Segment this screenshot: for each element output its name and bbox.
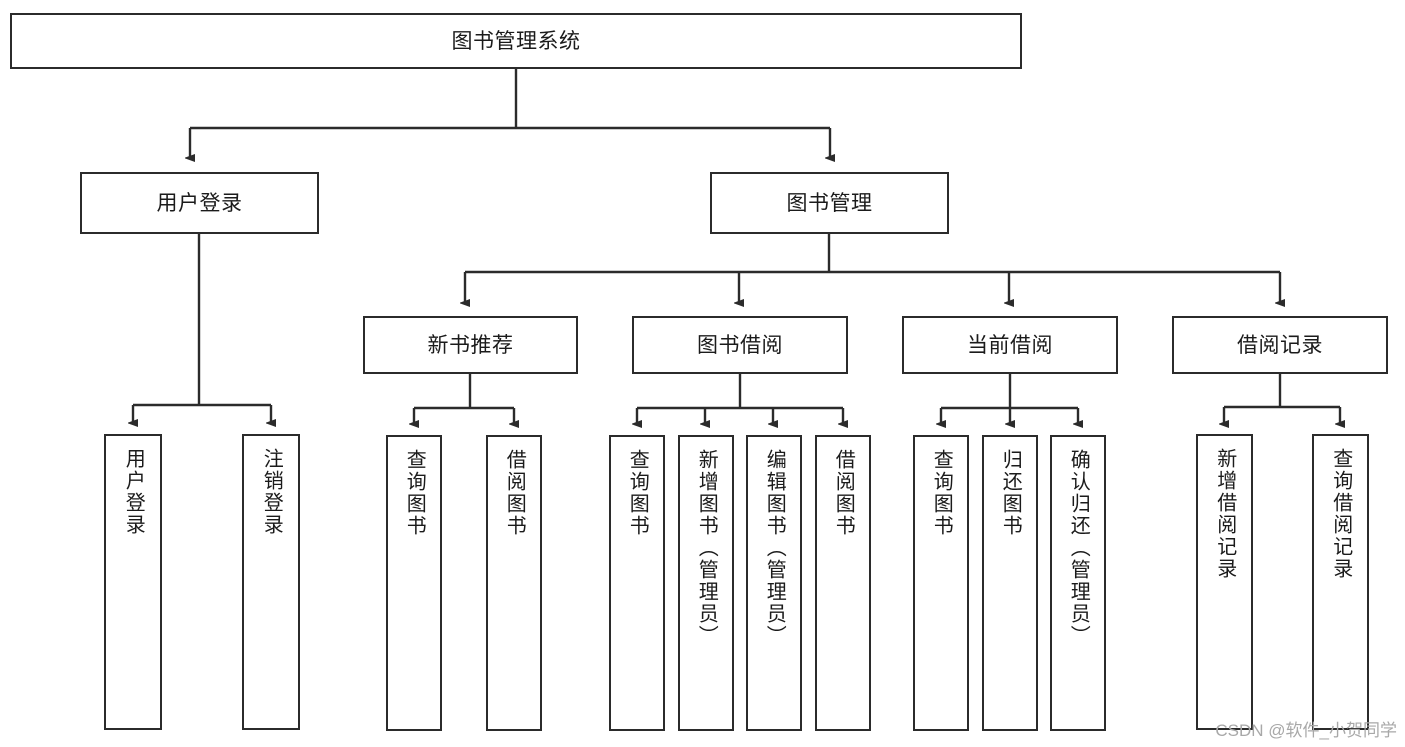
node-leaf-query-book-borrow[interactable]: 查询图书 bbox=[609, 435, 665, 731]
node-leaf-query-book-recommend[interactable]: 查询图书 bbox=[386, 435, 442, 731]
watermark: CSDN @软件_小贺同学 bbox=[1215, 721, 1397, 740]
node-leaf-return-book[interactable]: 归还图书 bbox=[982, 435, 1038, 731]
node-leaf-user-login-label: 用户登录 bbox=[122, 448, 145, 536]
node-leaf-add-book-admin-label: 新增图书（管理员） bbox=[695, 449, 718, 647]
node-branch-book-management-label: 图书管理 bbox=[786, 191, 873, 215]
node-leaf-query-borrow-record[interactable]: 查询借阅记录 bbox=[1312, 434, 1369, 730]
node-leaf-logout-label: 注销登录 bbox=[260, 448, 283, 536]
node-leaf-borrow-book-label: 借阅图书 bbox=[832, 449, 855, 537]
node-leaf-borrow-book[interactable]: 借阅图书 bbox=[815, 435, 871, 731]
node-leaf-query-book-current[interactable]: 查询图书 bbox=[913, 435, 969, 731]
node-leaf-return-book-label: 归还图书 bbox=[999, 449, 1022, 537]
node-subbranch-current-borrow[interactable]: 当前借阅 bbox=[902, 316, 1118, 374]
node-subbranch-book-borrow[interactable]: 图书借阅 bbox=[632, 316, 848, 374]
node-subbranch-current-borrow-label: 当前借阅 bbox=[967, 333, 1053, 357]
node-leaf-borrow-book-recommend-label: 借阅图书 bbox=[503, 449, 526, 537]
node-leaf-borrow-book-recommend[interactable]: 借阅图书 bbox=[486, 435, 542, 731]
node-leaf-user-login[interactable]: 用户登录 bbox=[104, 434, 162, 730]
node-leaf-query-book-current-label: 查询图书 bbox=[930, 449, 953, 537]
node-subbranch-new-book-recommend-label: 新书推荐 bbox=[427, 333, 514, 357]
node-subbranch-borrow-record[interactable]: 借阅记录 bbox=[1172, 316, 1388, 374]
node-branch-user-login-label: 用户登录 bbox=[156, 191, 243, 215]
node-subbranch-book-borrow-label: 图书借阅 bbox=[697, 333, 783, 357]
node-branch-book-management[interactable]: 图书管理 bbox=[710, 172, 949, 234]
node-leaf-query-book-recommend-label: 查询图书 bbox=[403, 449, 426, 537]
node-subbranch-borrow-record-label: 借阅记录 bbox=[1237, 333, 1323, 357]
node-leaf-logout[interactable]: 注销登录 bbox=[242, 434, 300, 730]
node-leaf-edit-book-admin-label: 编辑图书（管理员） bbox=[763, 449, 786, 647]
node-root[interactable]: 图书管理系统 bbox=[10, 13, 1022, 69]
node-leaf-query-book-borrow-label: 查询图书 bbox=[626, 449, 649, 537]
node-leaf-add-book-admin[interactable]: 新增图书（管理员） bbox=[678, 435, 734, 731]
node-leaf-edit-book-admin[interactable]: 编辑图书（管理员） bbox=[746, 435, 802, 731]
node-leaf-confirm-return-admin[interactable]: 确认归还（管理员） bbox=[1050, 435, 1106, 731]
node-leaf-confirm-return-admin-label: 确认归还（管理员） bbox=[1067, 449, 1090, 647]
node-leaf-add-borrow-record[interactable]: 新增借阅记录 bbox=[1196, 434, 1253, 730]
node-subbranch-new-book-recommend[interactable]: 新书推荐 bbox=[363, 316, 578, 374]
node-root-label: 图书管理系统 bbox=[451, 29, 581, 53]
node-leaf-query-borrow-record-label: 查询借阅记录 bbox=[1329, 448, 1352, 580]
node-leaf-add-borrow-record-label: 新增借阅记录 bbox=[1213, 448, 1236, 580]
node-branch-user-login[interactable]: 用户登录 bbox=[80, 172, 319, 234]
